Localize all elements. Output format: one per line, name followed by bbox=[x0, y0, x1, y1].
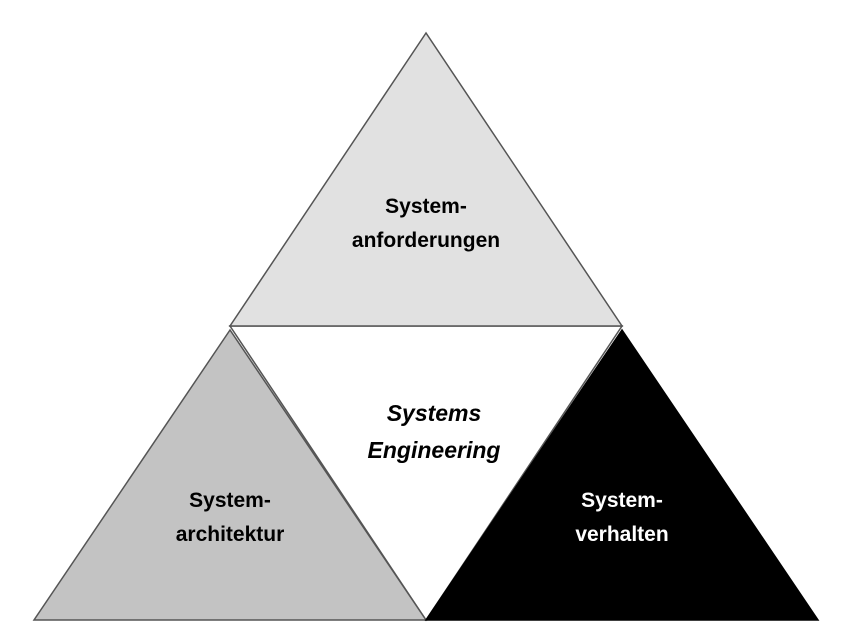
architecture-triangle bbox=[32, 328, 428, 621]
architecture-label-line1: System- bbox=[189, 489, 271, 512]
requirements-label-line2: anforderungen bbox=[352, 229, 500, 252]
architecture-label-line2: architektur bbox=[176, 523, 285, 546]
center-label-line2: Engineering bbox=[368, 437, 501, 463]
behavior-triangle bbox=[424, 328, 820, 621]
behavior-label-line1: System- bbox=[581, 489, 663, 512]
behavior-label-line2: verhalten bbox=[575, 523, 668, 546]
requirements-label-line1: System- bbox=[385, 195, 467, 218]
requirements-triangle bbox=[228, 31, 624, 327]
center-label-line1: Systems bbox=[387, 400, 482, 426]
